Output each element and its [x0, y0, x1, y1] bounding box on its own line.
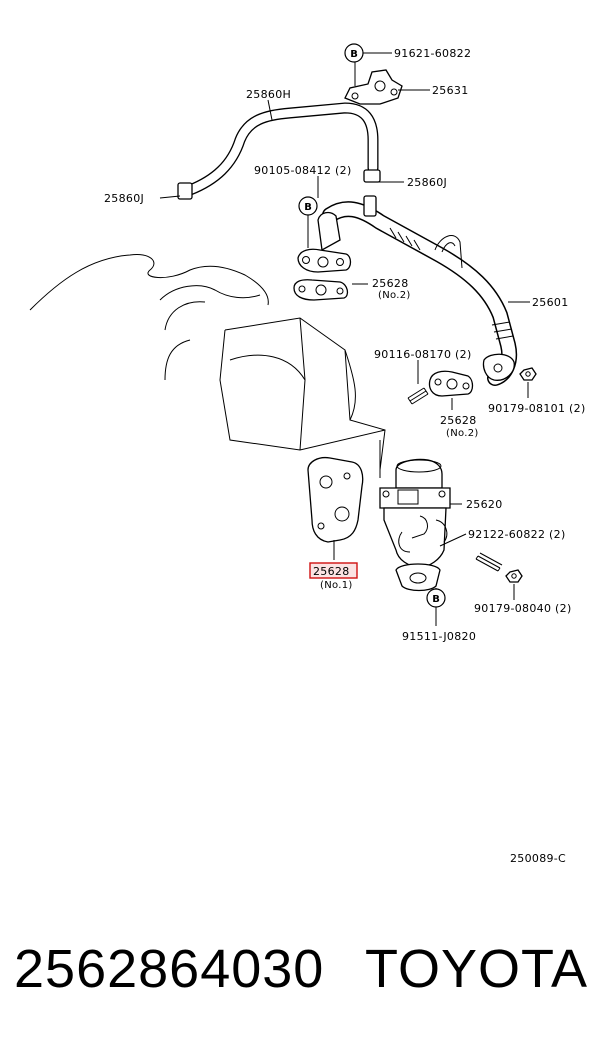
highlighted-part-25628: 25628	[309, 562, 358, 579]
svg-text:B: B	[304, 202, 312, 213]
flange-upper	[297, 248, 352, 273]
label-25860J-left: 25860J	[104, 192, 144, 205]
hose-25860H	[177, 102, 381, 200]
label-25860H: 25860H	[246, 88, 291, 101]
egr-pipe-25601	[317, 195, 518, 386]
label-25601: 25601	[532, 296, 569, 309]
label-25628-middle: 25628	[440, 414, 477, 427]
bracket-25631	[344, 69, 403, 105]
gasket-no1	[307, 456, 364, 560]
egr-valve-25620	[379, 458, 451, 592]
gasket-no2-upper	[293, 279, 349, 301]
svg-text:B: B	[350, 49, 358, 60]
label-25628-highlight-sub: (No.1)	[320, 580, 353, 591]
label-92122-60822: 92122-60822 (2)	[468, 528, 566, 541]
svg-text:B: B	[432, 594, 440, 605]
bubble-b-bottom: B	[426, 588, 446, 608]
label-91621-60822: 91621-60822	[394, 47, 471, 60]
nut-90179-08101	[519, 367, 537, 381]
label-90105-08412: 90105-08412 (2)	[254, 164, 352, 177]
label-91511-J0820: 91511-J0820	[402, 630, 476, 643]
parts-diagram: B B B 91621-60822 25631 25860H 90105-084…	[29, 43, 586, 865]
label-25860J-right: 25860J	[407, 176, 447, 189]
brand-name: TOYOTA	[364, 939, 588, 999]
label-25620: 25620	[466, 498, 503, 511]
figure-code: 250089-C	[510, 852, 566, 865]
leader-lines	[159, 52, 530, 626]
part-number: 2562864030	[14, 939, 325, 999]
label-90179-08040: 90179-08040 (2)	[474, 602, 572, 615]
label-90179-08101: 90179-08101 (2)	[488, 402, 586, 415]
label-90116-08170: 90116-08170 (2)	[374, 348, 472, 361]
engine-block-outline	[29, 253, 386, 471]
bubble-b-middle: B	[298, 196, 318, 216]
label-25631: 25631	[432, 84, 469, 97]
label-25628-upper-sub: (No.2)	[378, 290, 411, 301]
label-25628-middle-sub: (No.2)	[446, 428, 479, 439]
stud-92122	[475, 552, 503, 572]
bubble-b-top: B	[344, 43, 364, 63]
nut-90179-08040	[505, 569, 523, 583]
label-25628-upper: 25628	[372, 277, 409, 290]
gasket-no2-middle	[407, 370, 474, 405]
label-25628-highlight: 25628	[313, 565, 350, 578]
